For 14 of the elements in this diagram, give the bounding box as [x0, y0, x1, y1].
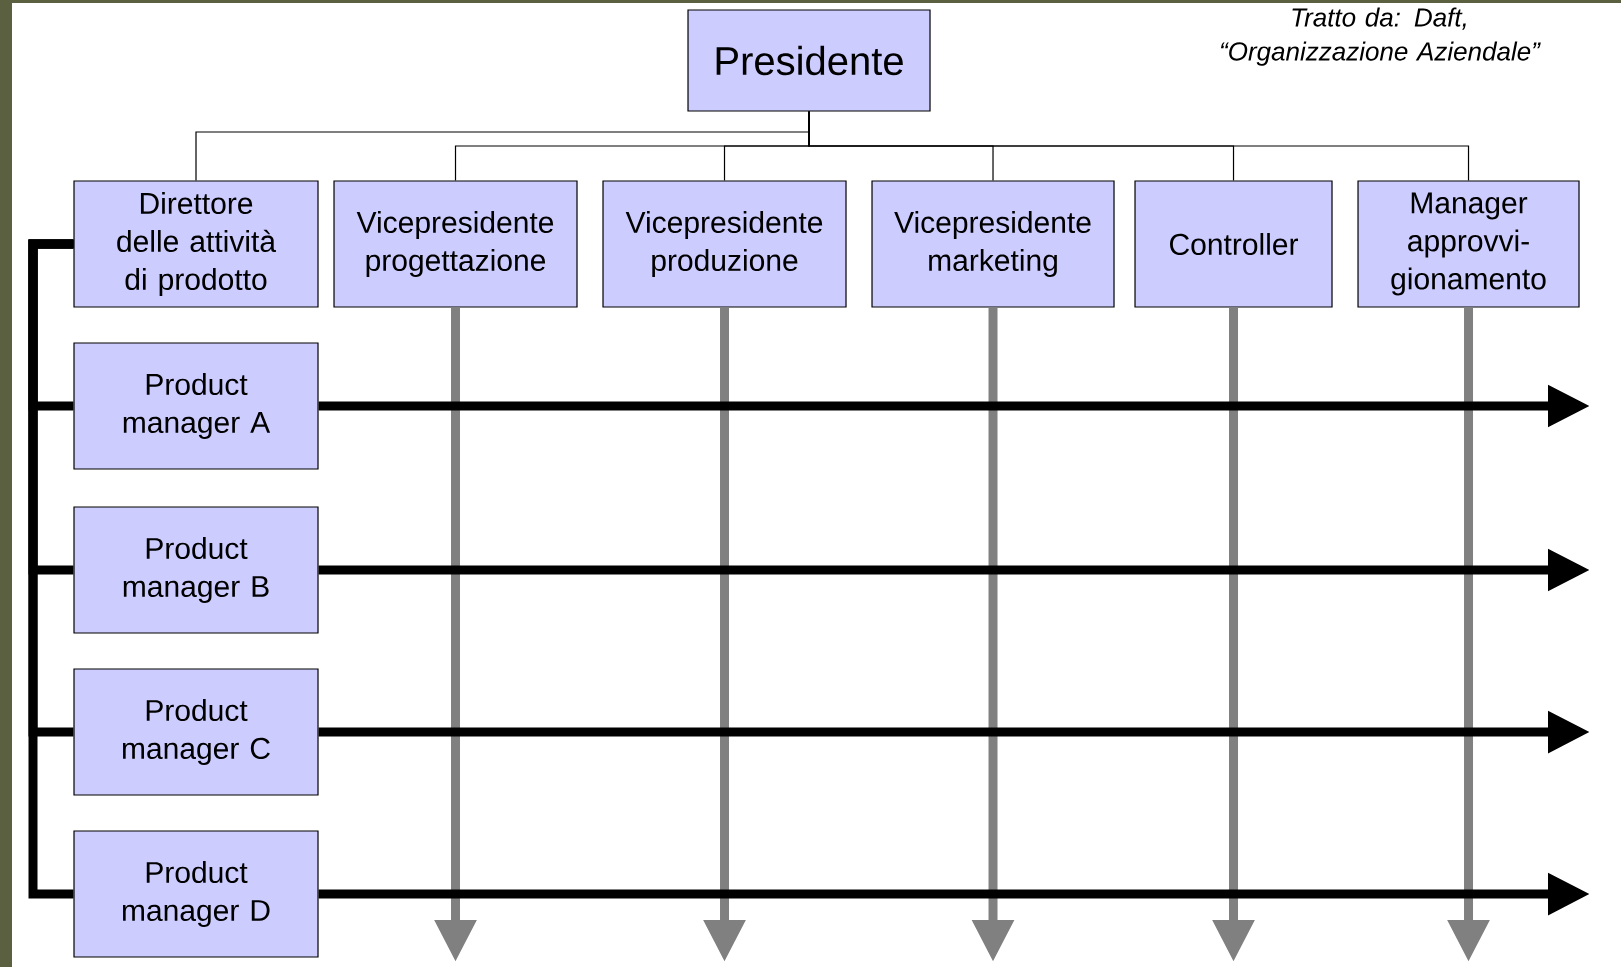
role-box: Product manager C: [73, 668, 319, 796]
role-box: Product manager A: [73, 342, 319, 470]
title-box: Presidente: [687, 9, 931, 112]
source-note: Tratto da: Daft, “Organizzazione Aziendale”: [1220, 7, 1541, 66]
role-box: Vicepresidente produzione: [602, 180, 847, 308]
connector-line: [808, 111, 1470, 181]
connector-line: [28, 239, 74, 899]
role-box: Product manager D: [73, 830, 319, 958]
role-box: Vicepresidente marketing: [871, 180, 1115, 308]
role-box: Controller: [1134, 180, 1333, 308]
role-box: Vicepresidente progettazione: [333, 180, 578, 308]
role-box: Manager approvvi- gionamento: [1357, 180, 1580, 308]
role-box: Direttore delle attività di prodotto: [73, 180, 319, 308]
role-box: Product manager B: [73, 506, 319, 634]
